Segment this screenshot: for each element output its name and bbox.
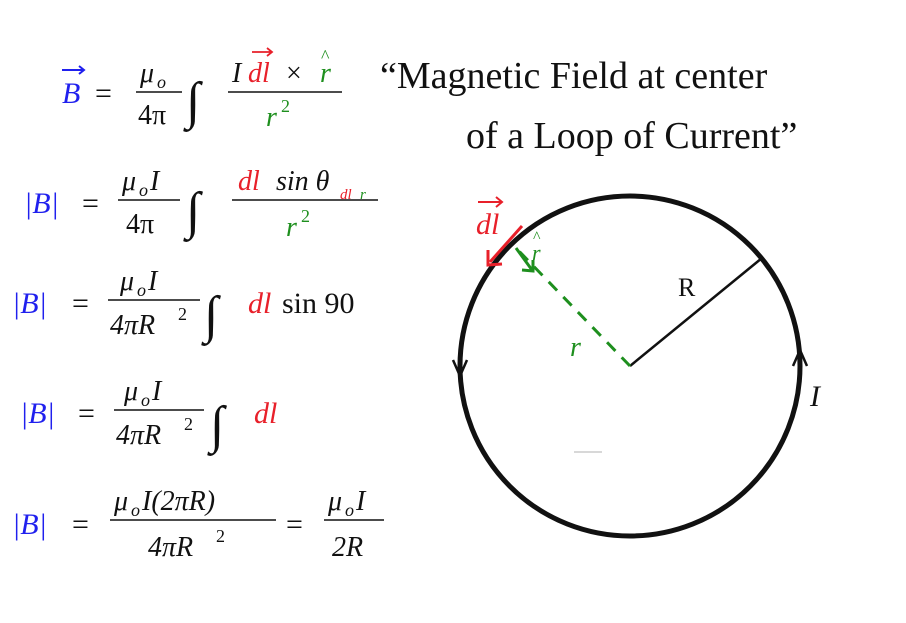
slide-title-line-1: “Magnetic Field at center <box>380 55 768 97</box>
eq2-mu: μ <box>121 166 136 197</box>
equation-magnitude-integral-dl: |B| = μ o I 4πR 2 ∫ dl <box>20 376 277 456</box>
eq4-4piR: 4πR <box>116 420 161 451</box>
eq3-dl: dl <box>248 287 271 320</box>
eq2-I: I <box>149 166 161 197</box>
eq2-sub-r: r <box>360 187 366 203</box>
eq5-num2-mu: μ <box>327 486 342 517</box>
eq5-den1: 4πR <box>148 532 193 563</box>
loop-diagram: R r r ^ dl I <box>451 193 822 539</box>
eq3-4piR: 4πR <box>110 310 155 341</box>
dl-label: dl <box>476 208 499 241</box>
eq2-4pi: 4π <box>126 209 154 240</box>
eq1-r2-exp: 2 <box>281 96 290 116</box>
eq1-4pi: 4π <box>138 100 166 131</box>
equation-magnitude-sin: |B| = μ o I 4π ∫ dl sin θ dl r r 2 <box>24 166 378 243</box>
equation-biot-savart: B = μ o 4π ∫ I dl × r ^ r 2 <box>62 46 342 133</box>
eq4-dl: dl <box>254 397 277 430</box>
eq2-equals: = <box>82 187 99 220</box>
radius-label: R <box>678 273 696 302</box>
eq2-mu-sub: o <box>139 180 148 200</box>
rhat-label: r <box>532 240 541 265</box>
eq5-den2: 2R <box>332 532 363 563</box>
eq1-dl-arrow <box>252 47 274 57</box>
loop-right-direction-chevron <box>791 346 809 367</box>
dl-arrow-shaft <box>488 225 524 263</box>
eq5-equals-2: = <box>286 508 303 541</box>
rhat-arrow-head <box>521 260 535 273</box>
eq1-rhat: r <box>320 58 331 89</box>
eq4-I: I <box>151 376 163 407</box>
eq3-sin90: sin 90 <box>282 287 355 320</box>
eq2-lhs: |B| <box>24 187 59 220</box>
eq5-lhs: |B| <box>12 508 47 541</box>
eq1-equals: = <box>95 77 112 110</box>
eq3-lhs: |B| <box>12 287 47 320</box>
eq3-integral: ∫ <box>201 287 221 346</box>
equation-magnitude-sin90: |B| = μ o I 4πR 2 ∫ dl sin 90 <box>12 266 355 346</box>
eq2-dl: dl <box>238 166 260 197</box>
eq4-equals: = <box>78 397 95 430</box>
eq4-mu-sub: o <box>141 390 150 410</box>
r-label: r <box>570 332 581 363</box>
eq1-I: I <box>231 58 243 89</box>
eq1-integral: ∫ <box>183 73 203 132</box>
equation-final-result: |B| = μ o I(2πR) 4πR 2 = μ o I 2R <box>12 486 384 563</box>
rhat-hat: ^ <box>533 229 541 246</box>
eq2-sub-dl: dl <box>340 187 352 203</box>
eq2-r2-exp: 2 <box>301 206 310 226</box>
eq2-integral: ∫ <box>183 183 203 242</box>
eq1-mu: μ <box>139 58 154 89</box>
eq3-equals: = <box>72 287 89 320</box>
eq1-r2: r <box>266 102 277 133</box>
eq3-mu-sub: o <box>137 280 146 300</box>
dl-arrow-head <box>486 250 503 267</box>
dl-vector-arrow <box>478 196 504 208</box>
eq4-lhs: |B| <box>20 397 55 430</box>
rhat-arrow-shaft <box>514 247 534 271</box>
slide-title-line-2: of a Loop of Current” <box>466 115 798 157</box>
eq5-den1-exp: 2 <box>216 526 225 546</box>
eq1-rhat-hat: ^ <box>321 46 330 66</box>
eq5-num2-rest: I <box>355 486 367 517</box>
eq3-mu: μ <box>119 266 134 297</box>
eq4-exp: 2 <box>184 414 193 434</box>
equations: B = μ o 4π ∫ I dl × r ^ r 2 |B| = μ o I … <box>12 46 384 563</box>
eq1-dl: dl <box>248 58 270 89</box>
eq1-vector-arrow <box>62 65 86 75</box>
eq5-num1-sub: o <box>131 500 140 520</box>
eq3-I: I <box>147 266 159 297</box>
eq1-mu-sub: o <box>157 72 166 92</box>
eq2-r2: r <box>286 212 297 243</box>
eq5-equals-1: = <box>72 508 89 541</box>
loop-left-direction-chevron <box>451 359 469 380</box>
eq5-num2-sub: o <box>345 500 354 520</box>
eq5-num1-mu: μ <box>113 486 128 517</box>
eq1-cross: × <box>286 58 302 89</box>
eq1-lhs: B <box>62 77 80 110</box>
eq3-exp: 2 <box>178 304 187 324</box>
eq4-mu: μ <box>123 376 138 407</box>
radius-line <box>629 257 763 367</box>
eq4-integral: ∫ <box>207 397 227 456</box>
r-vector-line <box>514 246 632 368</box>
eq2-sin-theta: sin θ <box>276 166 330 197</box>
current-label: I <box>809 380 822 413</box>
eq5-num1-rest: I(2πR) <box>141 486 215 517</box>
current-loop <box>457 193 803 539</box>
